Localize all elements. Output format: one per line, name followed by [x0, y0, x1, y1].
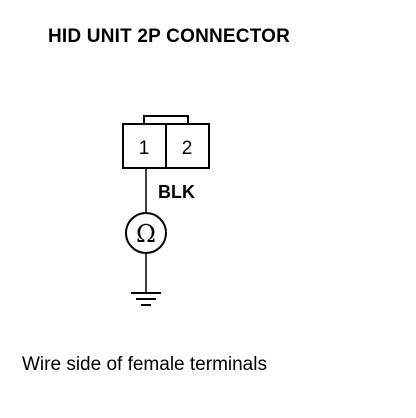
ohm-symbol-icon: Ω [136, 220, 156, 248]
connector-pin-2-label: 2 [182, 138, 193, 159]
connector-lock-tab [143, 115, 189, 124]
ground-symbol-icon [131, 292, 161, 306]
diagram-title: HID UNIT 2P CONNECTOR [48, 26, 291, 47]
diagram-caption: Wire side of female terminals [22, 354, 267, 375]
connector-pin-1-label: 1 [139, 138, 150, 159]
wire-color-label: BLK [158, 182, 195, 202]
